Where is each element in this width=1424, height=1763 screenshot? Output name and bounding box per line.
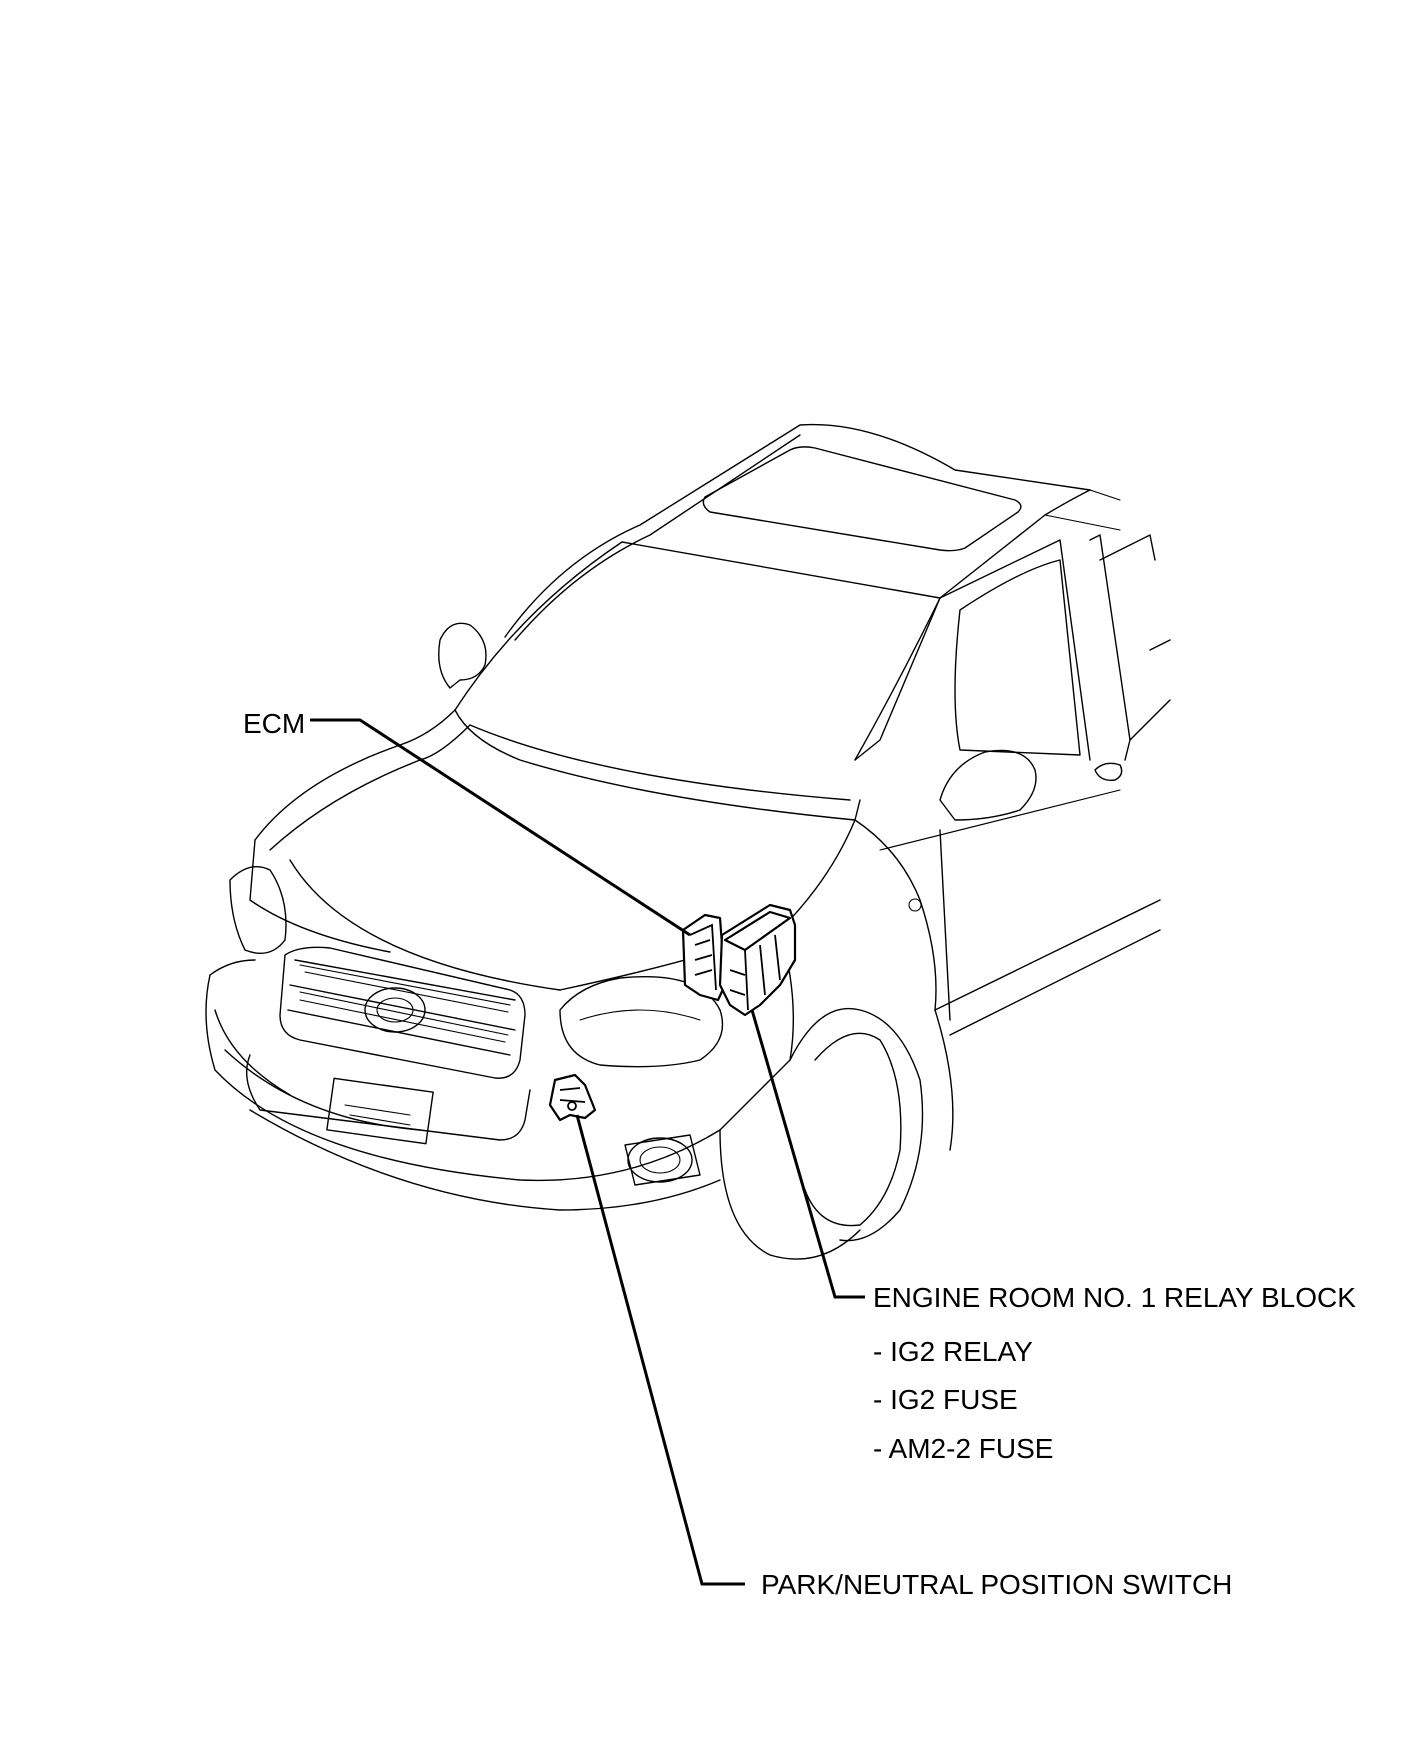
pnp-switch-label: PARK/NEUTRAL POSITION SWITCH (761, 1569, 1232, 1600)
relay-block-item-ig2-relay: - IG2 RELAY (873, 1336, 1033, 1367)
relay-block-leader-line (750, 1009, 865, 1299)
vehicle-outline (205, 423, 1171, 1260)
pnp-switch-component (548, 1073, 597, 1122)
pnp-switch-leader-line (575, 1114, 745, 1586)
ecm-leader-line (310, 718, 691, 937)
relay-block-item-ig2-fuse: - IG2 FUSE (873, 1384, 1018, 1415)
grille-mesh (299, 964, 511, 1043)
relay-block-label: ENGINE ROOM NO. 1 RELAY BLOCK (873, 1282, 1356, 1313)
ecm-label: ECM (243, 708, 305, 739)
relay-block-component (718, 903, 797, 1017)
relay-block-item-am2-2-fuse: - AM2-2 FUSE (873, 1433, 1053, 1464)
ecm-component (681, 913, 727, 1002)
